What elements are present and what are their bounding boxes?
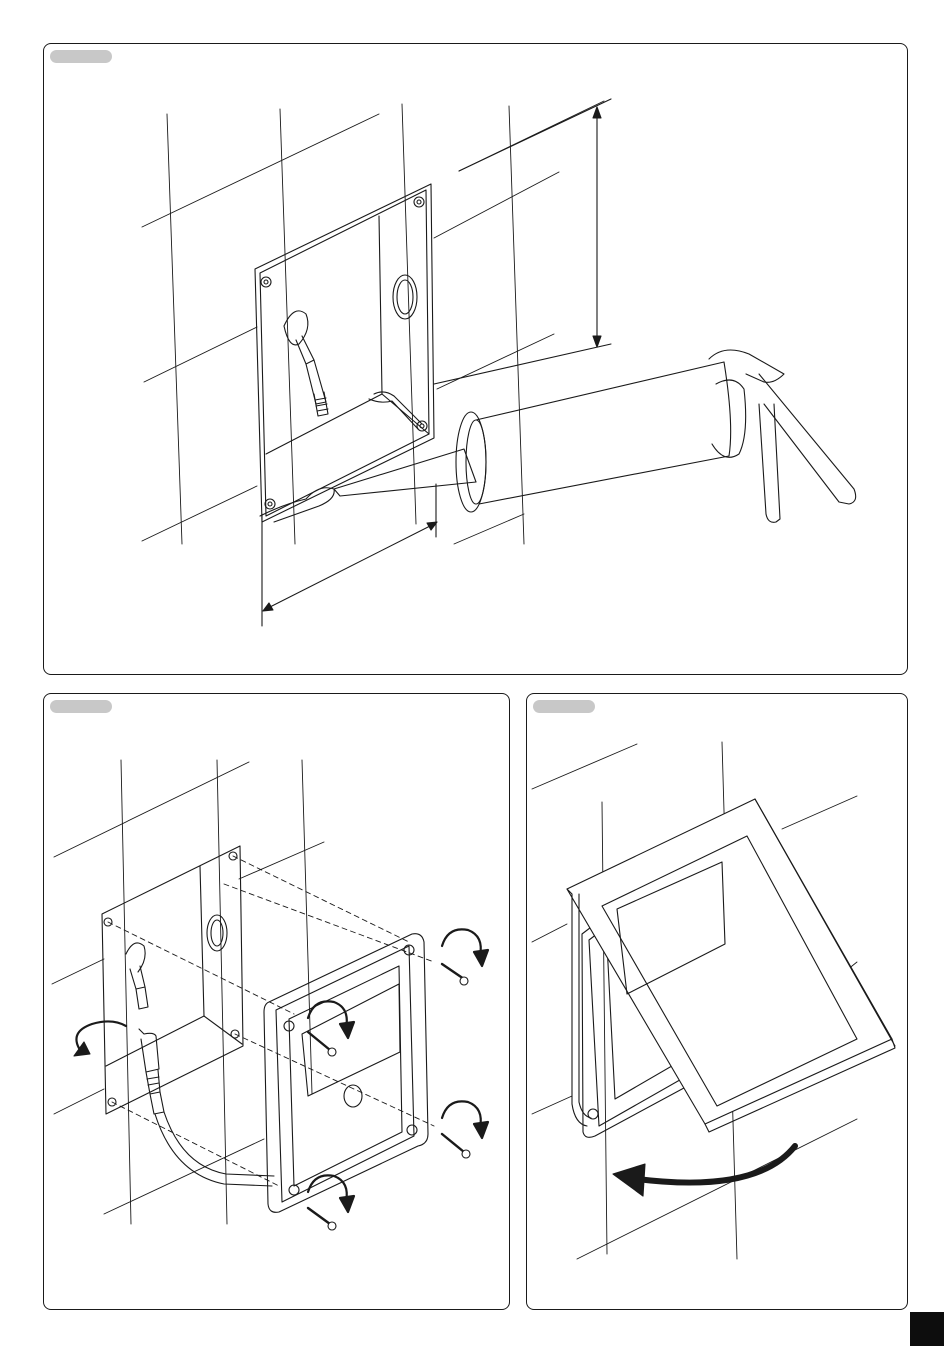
height-dimension <box>434 99 611 384</box>
screw-icon <box>308 964 470 1230</box>
rotate-arrow-icon <box>308 929 488 1212</box>
fit-module-illustration <box>44 694 511 1311</box>
mounting-box-illustration <box>44 44 909 676</box>
intercom-module <box>264 934 428 1213</box>
fit-frame-illustration <box>527 694 909 1311</box>
cover-frame <box>567 799 895 1132</box>
rotate-arrow-icon <box>74 1021 126 1056</box>
flush-box <box>255 184 434 522</box>
cable-connector <box>139 1029 274 1186</box>
panel-mounting-box <box>43 43 908 675</box>
sealant-gun-icon <box>334 350 856 522</box>
swing-arrow-icon <box>613 1146 795 1196</box>
page-corner-marker <box>910 1312 944 1346</box>
panel-fit-module <box>43 693 510 1310</box>
panel-fit-frame <box>526 693 908 1310</box>
alignment-guides <box>108 856 434 1186</box>
